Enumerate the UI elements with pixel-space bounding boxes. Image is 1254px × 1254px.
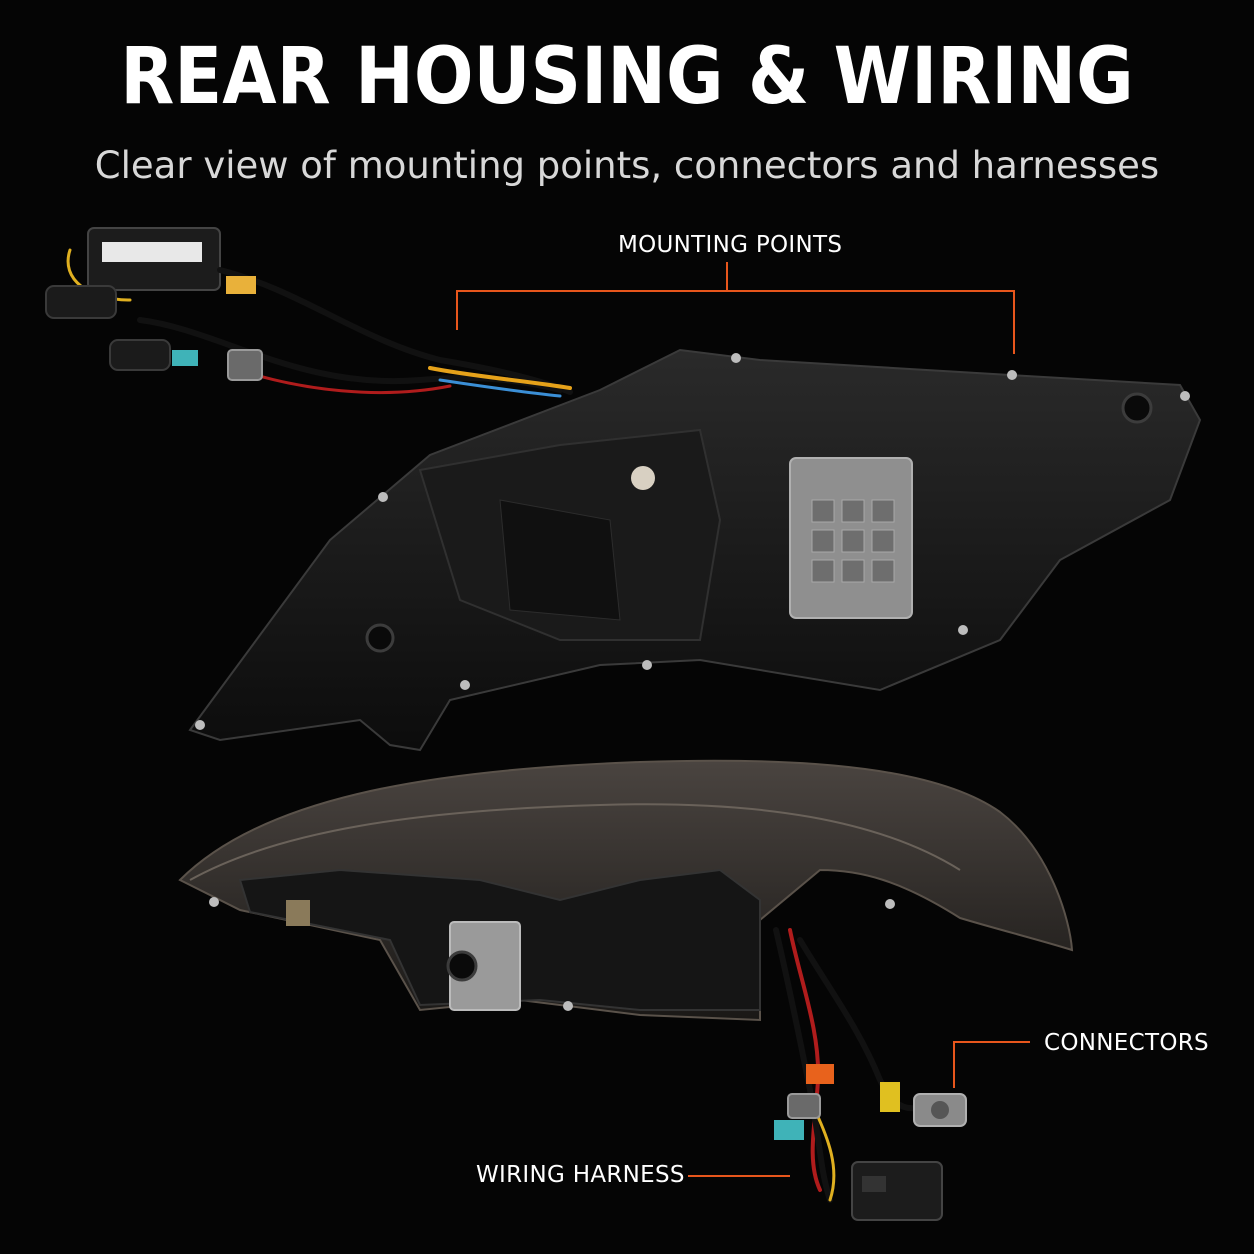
bottom-wiring-harness	[773, 927, 967, 1221]
adjuster-knob	[631, 466, 655, 490]
page-subtitle: Clear view of mounting points, connector…	[94, 144, 1160, 187]
callout-lines	[456, 262, 1030, 1177]
page-title: REAR HOUSING & WIRING	[120, 32, 1134, 122]
connectors-label: CONNECTORS	[1044, 1030, 1209, 1056]
mounting-points-label: MOUNTING POINTS	[618, 232, 843, 258]
top-wiring-harness	[45, 227, 573, 398]
top-headlight-housing	[188, 348, 1202, 752]
connectors-callout-line	[953, 1041, 1030, 1088]
wiring-harness-label: WIRING HARNESS	[476, 1162, 685, 1188]
bottom-headlight-housing	[178, 759, 1074, 1022]
mounting-callout-bracket	[456, 290, 1015, 354]
